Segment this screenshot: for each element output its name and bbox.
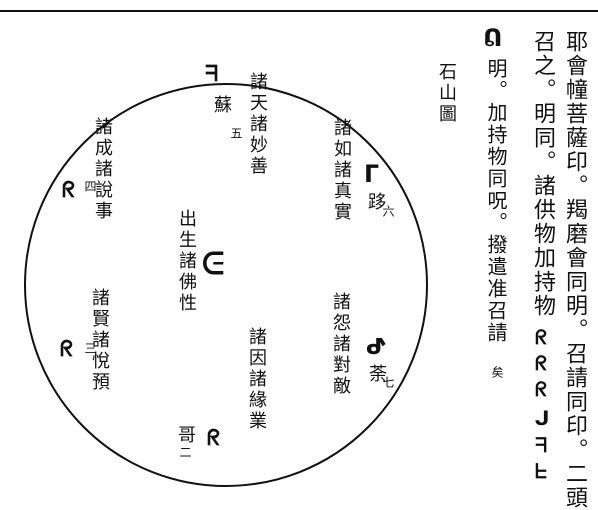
- node-label-p5: 諸賢諸悅預: [89, 288, 110, 393]
- node-num-p5: 三: [83, 342, 97, 355]
- node-label-p4: 諸怨諸對敵: [330, 292, 351, 397]
- node-siddham-p2-icon: ᒥ: [364, 160, 380, 188]
- mandala-circle: [24, 83, 428, 487]
- siddham-head-icon: ᕠ: [483, 24, 503, 52]
- node-siddham-p3-icon: ᖇ: [62, 178, 76, 203]
- text-column-3: 明。加持物同呪。撥遣准召請: [484, 58, 508, 344]
- node-label-p1: 諸天諸妙善: [247, 72, 268, 177]
- siddham-char-icon: ᖇ: [530, 380, 554, 406]
- node-label-p6: 諸因諸緣業: [246, 327, 267, 432]
- node-num-p2: 六: [381, 205, 395, 218]
- top-rule: [0, 10, 598, 12]
- siddham-char-icon: ᖇ: [530, 354, 554, 380]
- node-siddham-p5-icon: ᖇ: [60, 337, 74, 362]
- siddham-char-icon: ᖶ: [530, 462, 554, 488]
- text-column-3-note: 矣: [490, 366, 504, 379]
- node-num-p6: 二: [178, 446, 192, 459]
- center-label: 出生諸佛性: [176, 209, 197, 314]
- node-siddham-p1-icon: ᖷ: [205, 62, 219, 87]
- node-label-p3: 諸成諸說事: [92, 117, 113, 222]
- text-column-1: 耶會幢菩薩印。羯磨會同明。召請同印。二頭: [562, 30, 587, 510]
- siddham-sequence: ᖇᖇᖇᒍᖷᖶ: [530, 328, 554, 488]
- node-name-p4: 荼: [366, 364, 387, 385]
- node-name-p2: 跢: [365, 192, 386, 213]
- siddham-char-icon: ᒍ: [530, 406, 554, 436]
- node-num-p1: 五: [229, 127, 243, 140]
- node-name-p6: 哥: [175, 425, 196, 446]
- siddham-char-icon: ᖇ: [530, 328, 554, 354]
- node-siddham-p4-icon: ᕷ: [366, 335, 388, 360]
- node-num-p3: 四: [83, 180, 97, 193]
- node-siddham-p6-icon: ᖇ: [207, 426, 221, 451]
- node-name-p1: 蘇: [211, 95, 232, 116]
- figure-title: 石山圖: [436, 62, 457, 125]
- text-column-2: 召之。明同。諸供物加持物: [530, 30, 555, 318]
- center-siddham-icon: ᕮ: [202, 247, 225, 282]
- node-num-p4: 七: [381, 376, 395, 389]
- node-label-p2: 諸如諸真實: [331, 118, 352, 223]
- siddham-char-icon: ᖷ: [530, 436, 554, 462]
